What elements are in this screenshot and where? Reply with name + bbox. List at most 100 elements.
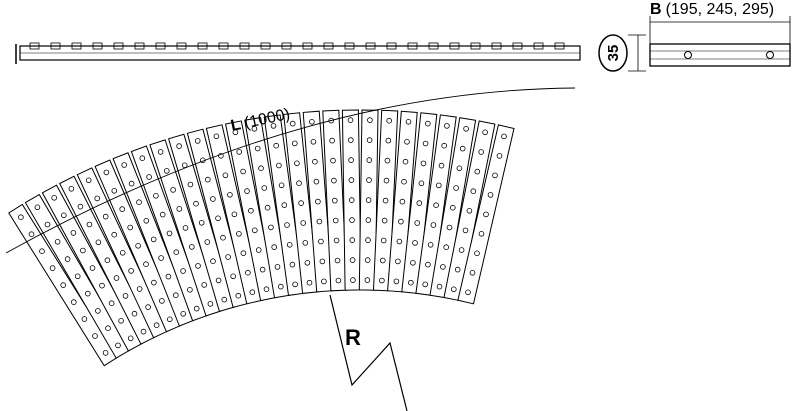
slat-hole <box>487 192 494 198</box>
slat-hole <box>304 259 311 266</box>
slat-hole <box>309 119 315 125</box>
slat-hole <box>321 278 327 285</box>
width-value: (195, 245, 295) <box>666 1 775 18</box>
slat-hole <box>85 290 91 297</box>
slat-hole <box>218 153 224 159</box>
slat-hole <box>204 239 211 245</box>
slat-hole <box>128 268 134 274</box>
slat-hole <box>449 204 456 211</box>
side-tooth <box>92 42 103 50</box>
slat-hole <box>180 268 186 274</box>
slat-hole <box>465 289 471 296</box>
slat-hole <box>232 129 239 136</box>
grating-slat <box>149 139 222 317</box>
grating-slat <box>457 124 515 305</box>
slat-hole <box>366 177 372 183</box>
slat-hole <box>236 231 242 237</box>
slat-hole <box>315 198 321 205</box>
slat-hole <box>231 211 238 218</box>
slat-hole <box>284 222 290 228</box>
radius-letter: R <box>345 325 361 350</box>
slat-hole <box>195 263 201 269</box>
slat-hole <box>268 224 274 231</box>
slat-hole <box>286 242 293 248</box>
slat-hole <box>70 230 77 236</box>
slat-hole <box>482 129 488 136</box>
slat-hole <box>111 231 117 238</box>
slat-hole <box>334 257 341 264</box>
slat-hole <box>213 133 220 140</box>
slat-hole <box>379 277 385 284</box>
slat-hole <box>187 181 194 188</box>
slat-hole <box>258 165 264 172</box>
slat-hole <box>349 217 355 223</box>
slat-hole <box>319 258 326 265</box>
slat-hole <box>348 177 355 183</box>
slat-hole <box>496 153 503 159</box>
side-tooth <box>29 42 40 50</box>
slat-hole <box>383 177 390 184</box>
slat-hole <box>151 279 157 286</box>
slat-hole <box>420 160 427 167</box>
grating-slat <box>372 109 399 292</box>
slat-hole <box>385 137 392 144</box>
slat-hole <box>94 195 100 202</box>
end-view: B(195, 245, 295) <box>649 1 791 67</box>
grating-slat <box>302 110 334 293</box>
slat-hole <box>80 247 86 254</box>
slat-hole <box>220 234 226 241</box>
slat-hole <box>416 200 423 206</box>
grating-slat <box>112 152 195 327</box>
slat-hole <box>384 157 391 164</box>
slat-hole <box>478 231 485 237</box>
side-tooth <box>365 42 376 50</box>
slat-hole <box>331 197 338 204</box>
slat-hole <box>474 168 481 175</box>
slat-hole <box>127 335 134 342</box>
slat-hole <box>236 149 243 155</box>
slat-hole <box>127 224 133 231</box>
side-tooth <box>533 42 544 50</box>
slat-hole <box>176 143 182 149</box>
slat-hole <box>180 310 187 317</box>
slat-hole <box>207 301 214 307</box>
slat-hole <box>443 244 450 251</box>
height-dimension: 35 <box>598 34 646 72</box>
slat-hole <box>131 310 138 317</box>
width-letter: B <box>650 1 662 18</box>
slat-hole <box>412 240 418 246</box>
grating-slat <box>8 203 119 367</box>
grating-slat <box>205 124 263 305</box>
slat-hole <box>157 149 164 155</box>
side-tooth <box>50 42 61 50</box>
slat-hole <box>402 158 409 165</box>
slat-hole <box>158 255 164 261</box>
width-label: B(195, 245, 295) <box>650 1 774 18</box>
length-arc <box>5 87 576 254</box>
slat-hole <box>105 325 111 332</box>
slat-hole <box>347 117 354 123</box>
slat-hole <box>259 266 266 273</box>
slat-hole <box>113 275 120 281</box>
slat-hole <box>150 236 157 243</box>
slat-hole <box>278 182 285 189</box>
slat-hole <box>193 200 199 207</box>
slat-hole <box>302 240 309 246</box>
slat-hole <box>74 273 81 280</box>
slat-hole <box>251 126 258 132</box>
side-tooth <box>71 42 82 50</box>
slat-hole <box>146 174 152 180</box>
slat-hole <box>136 199 142 206</box>
slat-hole <box>227 192 233 198</box>
slat-hole <box>153 193 159 199</box>
slat-hole <box>492 172 498 179</box>
slat-hole <box>173 249 180 256</box>
grating-slat <box>263 114 305 296</box>
slat-hole <box>331 177 337 184</box>
slat-hole <box>335 277 342 284</box>
slat-hole <box>34 204 41 211</box>
slat-hole <box>414 220 421 226</box>
slat-hole <box>478 149 485 155</box>
slat-hole <box>135 243 141 249</box>
